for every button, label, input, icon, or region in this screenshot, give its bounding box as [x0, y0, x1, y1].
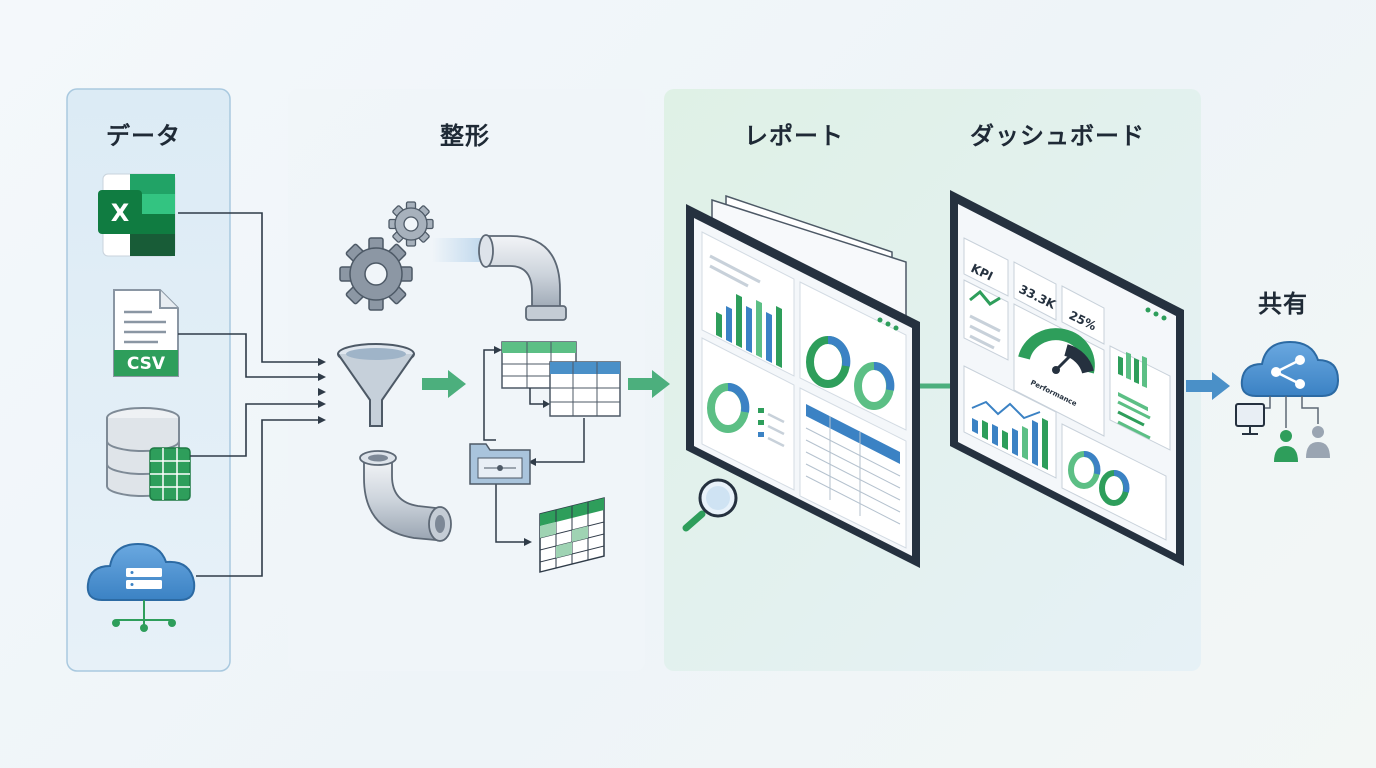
source-connectors [178, 212, 318, 577]
pipe-elbow-bottom-icon [359, 450, 452, 542]
table-blue-icon [549, 361, 621, 417]
report-screen [686, 194, 920, 568]
magnifier-icon [682, 478, 738, 532]
table-connectors [483, 349, 585, 543]
arrow-to-share [1186, 372, 1230, 400]
section-label-sharing: 共有 [1258, 290, 1308, 318]
dashboard-screen [950, 190, 1184, 566]
gear-large-icon [339, 237, 413, 311]
cloud-server-icon [86, 542, 196, 632]
user-green-icon [1274, 430, 1298, 462]
gear-small-icon [388, 201, 434, 247]
table-isometric-icon [539, 497, 605, 573]
connector-arrowheads [318, 358, 326, 424]
section-label-data: データ [106, 122, 181, 150]
arrow-to-tables [422, 370, 466, 398]
excel-icon: X [98, 173, 176, 257]
csv-label: CSV [127, 354, 166, 374]
funnel-icon [337, 343, 415, 427]
database-icon [106, 407, 191, 501]
folder-flow-icon [469, 443, 531, 485]
monitor-icon [1235, 403, 1265, 435]
section-label-shaping: 整形 [440, 122, 490, 150]
pipe-elbow-top-icon [478, 234, 567, 321]
csv-file-icon: CSV [113, 289, 179, 377]
section-label-dashboard: ダッシュボード [970, 122, 1145, 150]
flow-beam [432, 238, 482, 262]
arrow-to-report [628, 370, 670, 398]
table-connector-arrowheads [494, 346, 550, 546]
section-label-report: レポート [744, 122, 844, 150]
excel-letter: X [111, 199, 130, 227]
user-gray-icon [1306, 426, 1330, 458]
share-cloud-icon [1240, 340, 1340, 397]
